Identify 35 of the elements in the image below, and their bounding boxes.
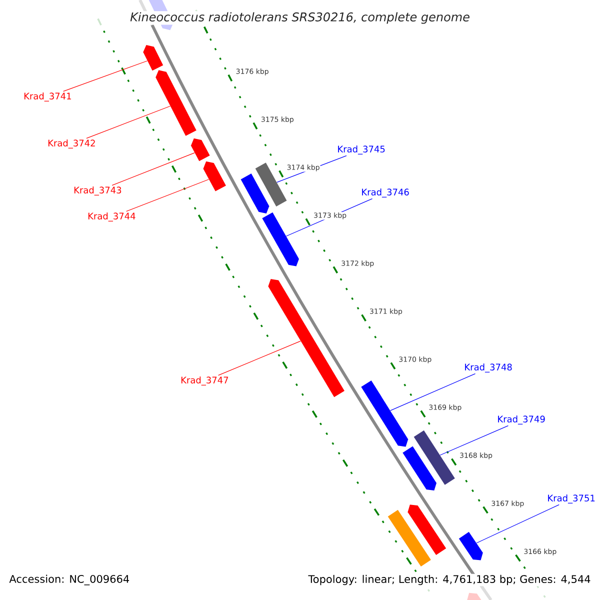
gene-label: Krad_3748 [465,364,512,372]
genome-info: Topology: linear; Length: 4,761,183 bp; Genes: 4,544 [307,574,592,586]
leader-line [476,504,560,544]
leader-line [126,179,210,212]
gene-block [255,162,287,206]
gene-block [190,138,210,162]
gene-block [414,430,455,485]
gene-block [143,44,164,71]
gene-block [361,380,408,447]
gene-block [402,446,436,490]
leader-line [63,60,148,92]
leader-line [218,340,301,376]
gene-block [203,161,226,192]
gene-block [268,279,344,398]
gene-block [408,504,446,555]
title: Kineococcus radiotolerans SRS30216, complete genome [129,11,471,25]
accession-label: Accession: NC_009664 [8,574,131,586]
gene-label: Krad_3751 [548,494,595,504]
gene-label: Krad_3747 [181,376,228,386]
gene-label: Krad_3746 [362,188,409,198]
gene-label: Krad_3742 [48,140,95,148]
gene-label: Krad_3744 [88,212,136,222]
leader-line [112,152,195,186]
leader-line [390,373,476,411]
gene-block [156,70,196,136]
gene-block [262,212,299,266]
gene-block [240,174,270,214]
gene-label: Krad_3743 [74,186,122,196]
gene-block [458,532,483,560]
gene-label: Krad_3745 [338,146,385,154]
gene-label: Krad_3741 [24,92,71,102]
leader-line [440,425,508,456]
leader-line [86,106,170,139]
gene-block [388,510,431,567]
gene-label: Krad_3749 [498,416,545,424]
